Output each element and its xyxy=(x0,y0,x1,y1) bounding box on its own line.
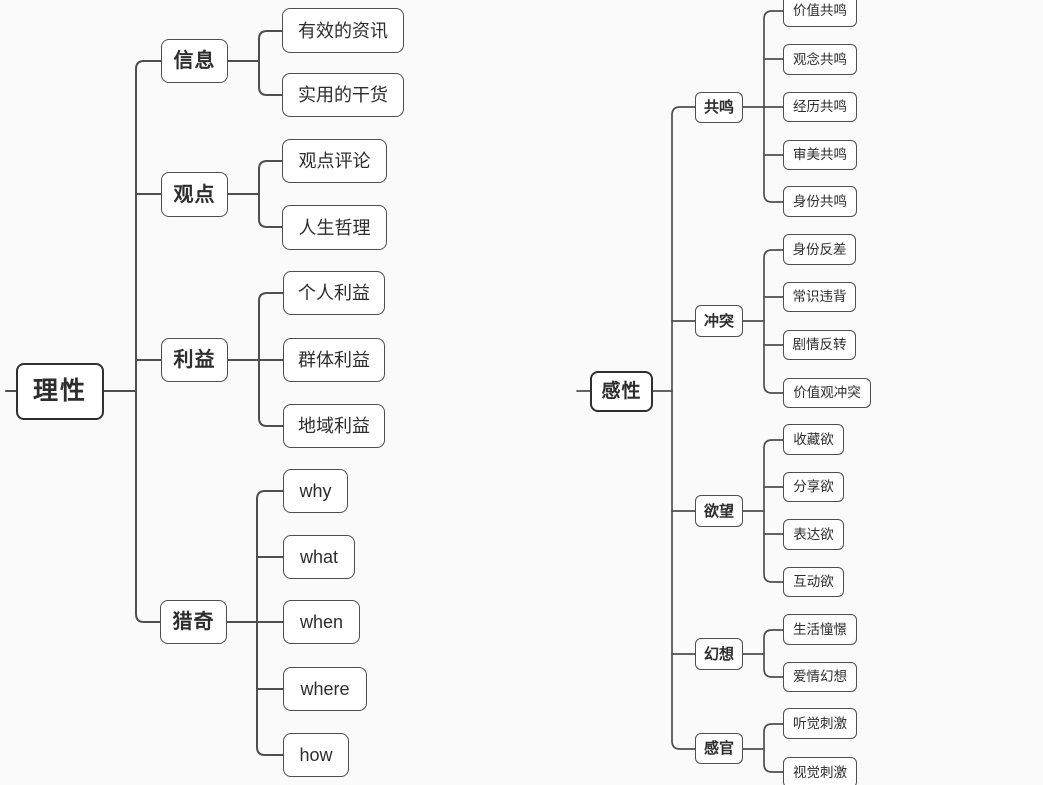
leaf-collect-desire[interactable]: 收藏欲 xyxy=(783,424,844,455)
branch-desire[interactable]: 欲望 xyxy=(695,495,743,527)
leaf-how[interactable]: how xyxy=(283,733,349,777)
leaf-what[interactable]: what xyxy=(283,535,355,579)
connector xyxy=(258,160,283,228)
leaf-visual-stimulus[interactable]: 视觉刺激 xyxy=(783,757,857,785)
root-emotional[interactable]: 感性 xyxy=(590,371,653,412)
leaf-concept-resonance[interactable]: 观念共鸣 xyxy=(783,44,857,75)
branch-conflict[interactable]: 冲突 xyxy=(695,305,743,337)
leaf-love-fantasy[interactable]: 爱情幻想 xyxy=(783,662,857,692)
branch-fantasy[interactable]: 幻想 xyxy=(695,638,743,670)
leaf-why[interactable]: why xyxy=(283,469,348,513)
leaf-practical-tips[interactable]: 实用的干货 xyxy=(282,73,404,117)
branch-curiosity[interactable]: 猎奇 xyxy=(160,600,227,644)
branch-information[interactable]: 信息 xyxy=(161,39,228,83)
leaf-group-interest[interactable]: 群体利益 xyxy=(283,338,385,382)
connector xyxy=(763,723,784,773)
leaf-aesthetic-resonance[interactable]: 审美共鸣 xyxy=(783,140,857,170)
connector xyxy=(256,490,284,756)
leaf-value-resonance[interactable]: 价值共鸣 xyxy=(783,0,857,27)
leaf-life-philosophy[interactable]: 人生哲理 xyxy=(282,205,387,250)
branch-resonance[interactable]: 共鸣 xyxy=(695,92,743,123)
tree-rational-connectors xyxy=(5,30,284,756)
root-rational[interactable]: 理性 xyxy=(16,363,104,420)
leaf-identity-resonance[interactable]: 身份共鸣 xyxy=(783,186,857,217)
branch-viewpoint[interactable]: 观点 xyxy=(161,172,228,217)
connector xyxy=(135,60,164,623)
leaf-regional-interest[interactable]: 地域利益 xyxy=(283,404,385,448)
leaf-personal-interest[interactable]: 个人利益 xyxy=(283,271,385,315)
connector xyxy=(763,249,784,394)
leaf-life-aspiration[interactable]: 生活憧憬 xyxy=(783,614,857,645)
leaf-express-desire[interactable]: 表达欲 xyxy=(783,519,844,550)
leaf-identity-contrast[interactable]: 身份反差 xyxy=(783,234,856,265)
tree-emotional-connectors xyxy=(576,10,784,773)
connector xyxy=(763,10,784,203)
leaf-when[interactable]: when xyxy=(283,600,360,644)
connector xyxy=(763,439,784,583)
connector xyxy=(763,629,784,678)
leaf-where[interactable]: where xyxy=(283,667,367,711)
leaf-share-desire[interactable]: 分享欲 xyxy=(783,472,844,502)
leaf-common-sense-violation[interactable]: 常识违背 xyxy=(783,282,856,312)
branch-interest[interactable]: 利益 xyxy=(161,338,228,382)
branch-senses[interactable]: 感官 xyxy=(695,733,743,764)
leaf-opinion-comment[interactable]: 观点评论 xyxy=(282,139,387,183)
leaf-effective-info[interactable]: 有效的资讯 xyxy=(282,8,404,53)
leaf-interact-desire[interactable]: 互动欲 xyxy=(783,567,844,597)
leaf-experience-resonance[interactable]: 经历共鸣 xyxy=(783,92,857,122)
leaf-auditory-stimulus[interactable]: 听觉刺激 xyxy=(783,708,857,739)
leaf-values-conflict[interactable]: 价值观冲突 xyxy=(783,378,871,408)
connector xyxy=(671,106,696,750)
connector xyxy=(258,30,283,96)
connector xyxy=(258,292,284,427)
leaf-plot-twist[interactable]: 剧情反转 xyxy=(783,330,856,360)
